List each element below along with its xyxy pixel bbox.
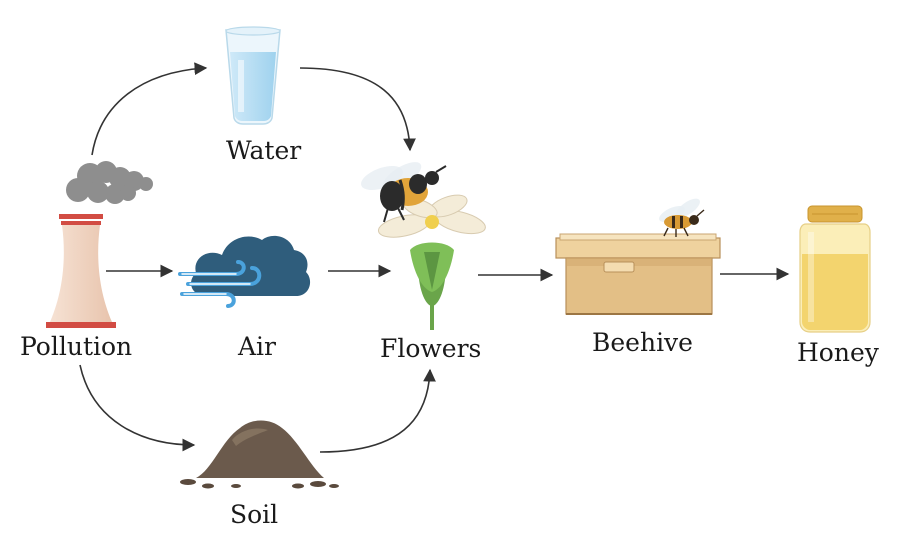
arrow-pollution-to-soil <box>80 365 194 445</box>
pollution-label: Pollution <box>20 334 132 359</box>
honey-label: Honey <box>797 340 879 365</box>
arrow-pollution-to-water <box>92 68 206 155</box>
beehive-label: Beehive <box>592 330 693 355</box>
water-label: Water <box>226 138 301 163</box>
water-glass-icon <box>226 27 280 124</box>
arrow-water-to-flowers <box>300 68 410 150</box>
flowers-label: Flowers <box>380 336 481 361</box>
cloud-wind-icon <box>180 236 310 306</box>
soil-label: Soil <box>230 502 278 527</box>
arrow-soil-to-flowers <box>320 370 430 452</box>
flower-with-bee-icon <box>358 157 488 330</box>
soil-pile-icon <box>180 421 339 489</box>
beehive-box-icon <box>556 195 720 314</box>
factory-smokestack-icon <box>46 161 153 328</box>
honey-jar-icon <box>800 206 870 332</box>
smoke-cloud <box>66 161 153 204</box>
air-label: Air <box>238 334 276 359</box>
